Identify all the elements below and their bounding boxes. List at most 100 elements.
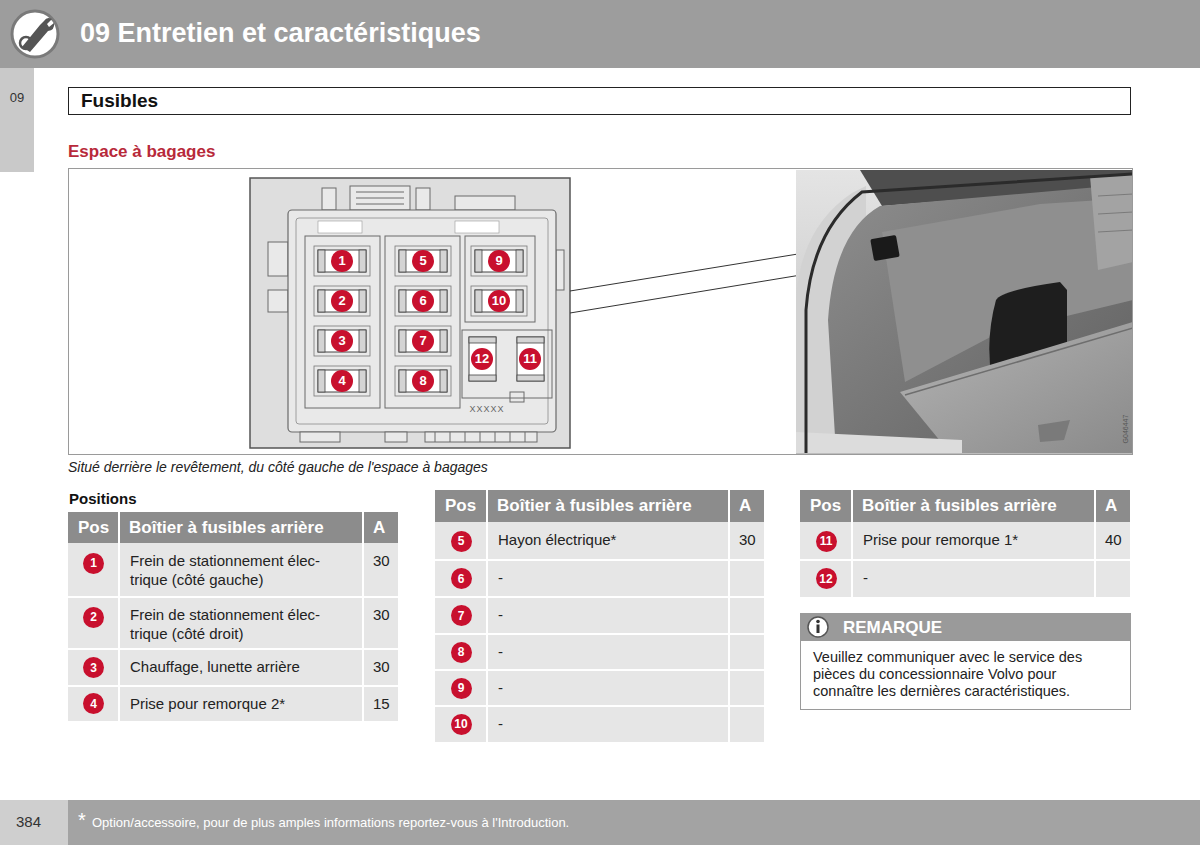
column-header: Pos <box>68 512 119 543</box>
table-cell: 15 <box>363 686 398 721</box>
fuse-box-drawing <box>471 286 527 316</box>
car-trunk-picture <box>870 235 899 261</box>
box-heading: Fusibles <box>81 90 1118 112</box>
table-3-grid <box>800 490 1130 597</box>
callout-number: 12 <box>816 568 837 589</box>
callout-number: 4 <box>83 693 104 714</box>
page-number: 384 <box>16 813 41 831</box>
part-code: XXXXX <box>462 404 512 415</box>
callout-number: 1 <box>331 250 353 272</box>
fuse-box-drawing <box>510 392 524 402</box>
table-1-grid <box>118 512 120 721</box>
table-2-grid <box>435 669 764 671</box>
table-cell: 30 <box>729 522 764 560</box>
fuse-box-drawing <box>435 432 436 442</box>
table-cell: - <box>487 670 729 706</box>
fuse-box-drawing <box>356 192 404 193</box>
callout-number: 6 <box>412 290 434 312</box>
fuse-box-drawing <box>517 337 544 381</box>
table-cell: Frein de stationnement élec- trique (côt… <box>119 597 363 649</box>
fuse-box-drawing <box>296 218 548 424</box>
fuse-box-drawing <box>318 221 362 233</box>
fuse-box-drawing <box>517 337 544 343</box>
table-2-grid <box>435 490 764 522</box>
table-cell: Prise pour remorque 2* <box>119 686 363 721</box>
fuse-box-drawing <box>250 178 570 448</box>
fuse-box-drawing <box>385 432 407 442</box>
fuse-box-drawing <box>462 330 552 398</box>
table-2-grid <box>435 705 764 707</box>
column-header: Boîtier à fusibles arrière <box>487 490 729 522</box>
note-header-band <box>808 617 828 637</box>
note-header-band <box>800 613 1131 641</box>
callout-number: 7 <box>412 330 434 352</box>
table-3-grid <box>1094 490 1096 597</box>
table-cell: - <box>487 634 729 670</box>
chapter-icon <box>12 11 58 57</box>
table-3-grid <box>800 559 1130 561</box>
table-cell: 30 <box>363 597 398 649</box>
table-3-grid <box>800 522 1130 597</box>
fuse-box-drawing <box>469 337 496 343</box>
box-body: Veuillez communiquer avec le service des… <box>801 642 1130 709</box>
table-3-grid <box>800 490 1130 522</box>
header-bar <box>0 0 1200 68</box>
fuse-box-drawing <box>395 246 451 276</box>
illustration-frame <box>69 169 1133 455</box>
callout-number: 2 <box>83 607 104 628</box>
fuse-box-drawing <box>314 366 370 396</box>
chapter-icon <box>22 18 54 52</box>
table-1-grid <box>362 512 364 721</box>
callout-number: 2 <box>331 290 353 312</box>
fuse-box-drawing <box>517 375 544 381</box>
fuse-box-drawing <box>268 242 288 276</box>
car-trunk-picture <box>1090 174 1132 270</box>
callout-number: 5 <box>412 250 434 272</box>
note-header-band <box>817 625 820 634</box>
table-2-grid <box>435 559 764 561</box>
fuse-box-drawing <box>268 290 288 312</box>
callout-number: 3 <box>83 657 104 678</box>
column-header: Boîtier à fusibles arrière <box>852 490 1095 522</box>
fuse-box-drawing <box>322 188 336 210</box>
table-2-grid <box>728 490 730 742</box>
footer-bar <box>0 800 1200 845</box>
table-2-grid <box>486 490 488 742</box>
fuse-box-drawing <box>455 221 499 233</box>
callout-number: 1 <box>83 553 104 574</box>
illustration-frame <box>69 169 1133 455</box>
header-bar <box>0 0 1200 68</box>
column-header: A <box>729 490 764 522</box>
fuse-box-drawing <box>300 432 340 442</box>
fuse-box-drawing <box>465 432 466 442</box>
fuse-box-drawing <box>416 188 430 210</box>
fuse-box-drawing <box>455 196 515 210</box>
section-heading: Espace à bagages <box>68 141 215 162</box>
table-cell: - <box>487 597 729 634</box>
table-cell: 40 <box>1095 522 1130 560</box>
page-title: 09 Entretien et caractéristiques <box>80 13 481 53</box>
car-trunk-picture <box>1098 194 1132 196</box>
chapter-icon <box>20 37 32 49</box>
fuse-box-drawing <box>469 337 496 381</box>
fuse-box-drawing <box>314 246 370 276</box>
chapter-icon <box>12 11 58 57</box>
note-header-band <box>816 620 820 624</box>
table-1-grid <box>68 648 398 650</box>
fuse-box-drawing <box>356 204 404 205</box>
car-trunk-picture <box>1038 420 1070 442</box>
table-cell: Chauffage, lunette arrière <box>119 649 363 686</box>
table-cell: 30 <box>363 649 398 686</box>
table-1-grid <box>68 596 398 598</box>
fuse-box-drawing <box>395 326 451 356</box>
callout-number: 8 <box>412 370 434 392</box>
fuse-box-drawing <box>314 286 370 316</box>
box-heading: REMARQUE <box>801 614 1130 642</box>
callout-number: 7 <box>451 605 472 626</box>
callout-number: 10 <box>451 714 472 735</box>
fuse-box-drawing <box>480 432 481 442</box>
fuse-box-drawing <box>525 432 526 442</box>
table-1-grid <box>68 685 398 687</box>
table-1-grid <box>68 512 398 721</box>
